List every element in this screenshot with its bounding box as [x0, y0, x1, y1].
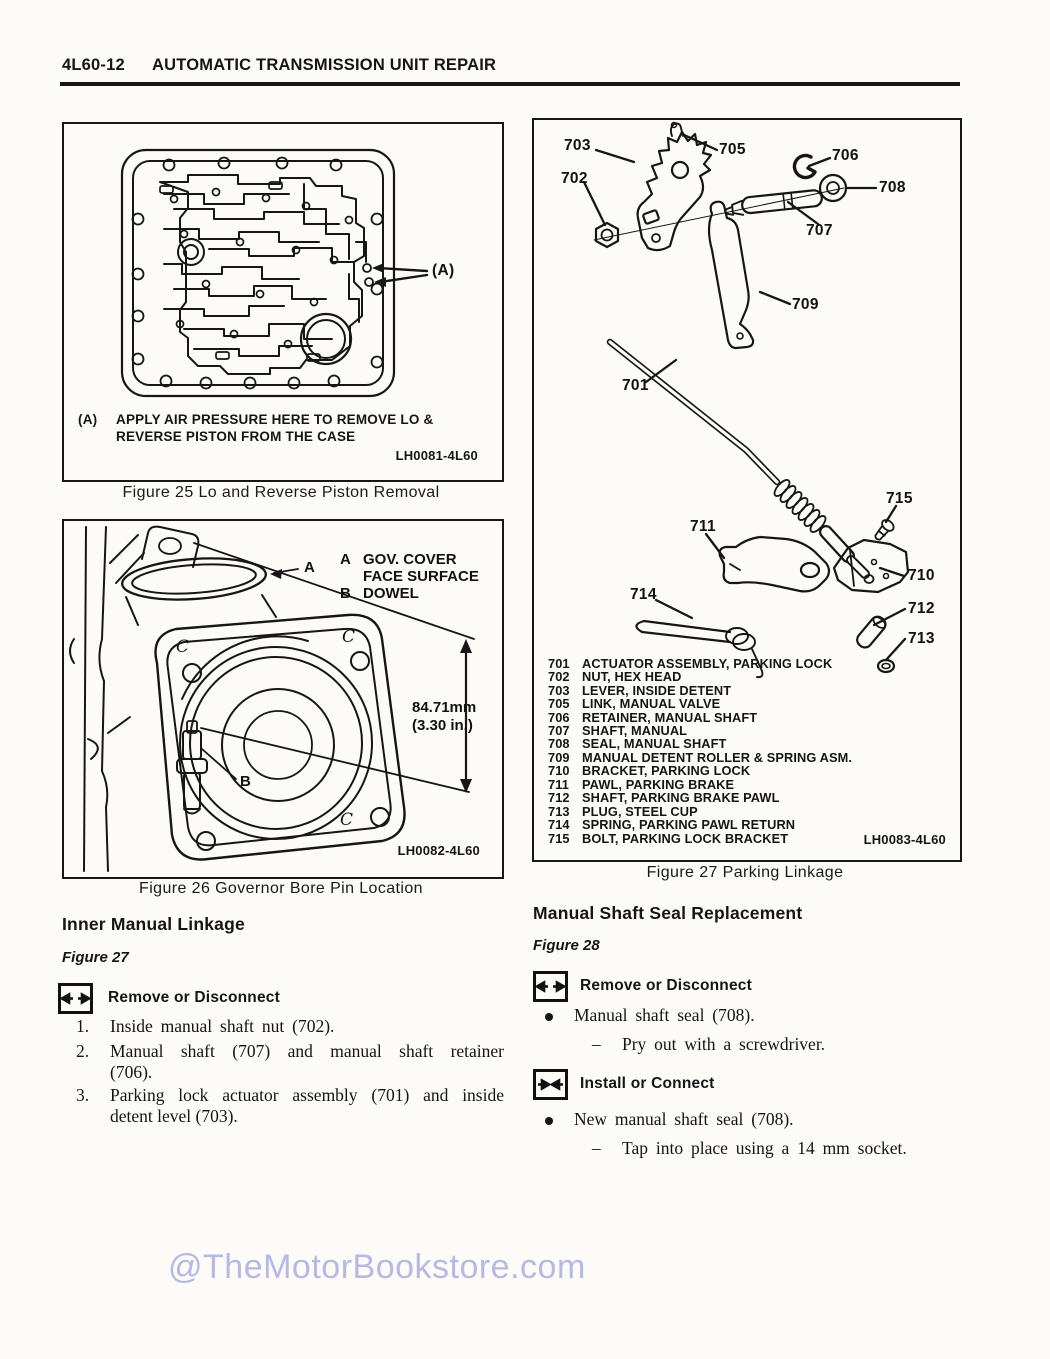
parking-linkage-diagram [534, 120, 960, 860]
mark-b: B [240, 773, 251, 790]
step-number: 1. [76, 1016, 90, 1036]
remove-disconnect-header: Remove or Disconnect [580, 977, 752, 994]
step-text: Manual shaft (707) and manual shaft reta… [110, 1041, 504, 1061]
sub-dash: – [592, 1034, 601, 1054]
callout-712: 712 [908, 600, 935, 617]
figure-27-box: 703 705 702 706 708 707 709 701 715 711 … [532, 118, 962, 862]
callout-707: 707 [806, 222, 833, 239]
mark-c-3: C [340, 810, 354, 830]
callout-706: 706 [832, 147, 859, 164]
legend-b-text: DOWEL [363, 585, 419, 602]
legend-a-line1: GOV. COVER [363, 551, 457, 568]
mark-a: A [304, 559, 315, 576]
watermark: @TheMotorBookstore.com [168, 1248, 586, 1286]
step-text: detent level (703). [110, 1106, 238, 1126]
remove-bullet-text: Manual shaft seal (708). [574, 1005, 755, 1025]
bullet-dot [545, 1013, 553, 1021]
header-rule [60, 82, 960, 86]
step-text: (706). [110, 1062, 153, 1082]
step-number: 2. [76, 1041, 90, 1061]
figure-26-box: A B C C C A GOV. COVER FACE SURFACE B DO… [62, 519, 504, 879]
dim-value-mm: 84.71mm [412, 699, 477, 716]
figure-tag-27: Figure 27 [62, 949, 129, 966]
bullet-dot [545, 1117, 553, 1125]
fig26-caption: Figure 26 Governor Bore Pin Location [139, 880, 423, 897]
step-number: 3. [76, 1085, 90, 1105]
remove-disconnect-header: Remove or Disconnect [108, 989, 280, 1006]
fig27-ref: LH0083-4L60 [863, 832, 946, 847]
legend-a-line2: FACE SURFACE [363, 568, 479, 585]
install-bullet-text: New manual shaft seal (708). [574, 1109, 794, 1129]
callout-A: (A) [432, 262, 455, 279]
section-heading-manual-shaft-seal: Manual Shaft Seal Replacement [533, 903, 803, 923]
fig25-note-line1: APPLY AIR PRESSURE HERE TO REMOVE LO & [116, 412, 434, 427]
callout-708: 708 [879, 179, 906, 196]
fig27-caption: Figure 27 Parking Linkage [646, 864, 844, 881]
remove-disconnect-icon [533, 971, 568, 1002]
fig25-note-line2: REVERSE PISTON FROM THE CASE [116, 429, 356, 444]
governor-bore-diagram [64, 521, 502, 877]
sub-dash: – [592, 1138, 601, 1158]
callout-714: 714 [630, 586, 657, 603]
legend-b-key: B [340, 585, 351, 602]
install-connect-icon [533, 1069, 568, 1100]
callout-709: 709 [792, 296, 819, 313]
page-code: 4L60-12 [62, 56, 125, 74]
fig25-ref: LH0081-4L60 [395, 448, 478, 463]
step-text: Parking lock actuator assembly (701) and… [110, 1085, 504, 1105]
fig25-note-label: (A) [78, 412, 98, 427]
dim-value-in: (3.30 in.) [412, 717, 473, 734]
mark-c-2: C [342, 627, 356, 647]
lo-reverse-piston-diagram [64, 124, 502, 480]
callout-715: 715 [886, 490, 913, 507]
install-connect-header: Install or Connect [580, 1075, 715, 1092]
callout-703: 703 [564, 137, 591, 154]
callout-702: 702 [561, 170, 588, 187]
install-sub-text: Tap into place using a 14 mm socket. [622, 1138, 907, 1158]
page-title: AUTOMATIC TRANSMISSION UNIT REPAIR [152, 56, 497, 74]
fig26-ref: LH0082-4L60 [397, 843, 480, 858]
callout-711: 711 [690, 518, 716, 535]
figure-25-box: (A) (A) APPLY AIR PRESSURE HERE TO REMOV… [62, 122, 504, 482]
legend-a-key: A [340, 551, 351, 568]
figure-tag-28: Figure 28 [533, 937, 600, 954]
remove-disconnect-icon [58, 983, 93, 1014]
step-text: Inside manual shaft nut (702). [110, 1016, 335, 1036]
fig25-caption: Figure 25 Lo and Reverse Piston Removal [122, 484, 440, 501]
remove-sub-text: Pry out with a screwdriver. [622, 1034, 826, 1054]
arrowheads-A [372, 263, 386, 287]
callout-701: 701 [622, 377, 649, 394]
callout-710: 710 [908, 567, 935, 584]
mark-c-1: C [176, 637, 190, 657]
section-heading-inner-manual-linkage: Inner Manual Linkage [62, 914, 245, 934]
callout-705: 705 [719, 141, 746, 158]
callout-713: 713 [908, 630, 935, 647]
